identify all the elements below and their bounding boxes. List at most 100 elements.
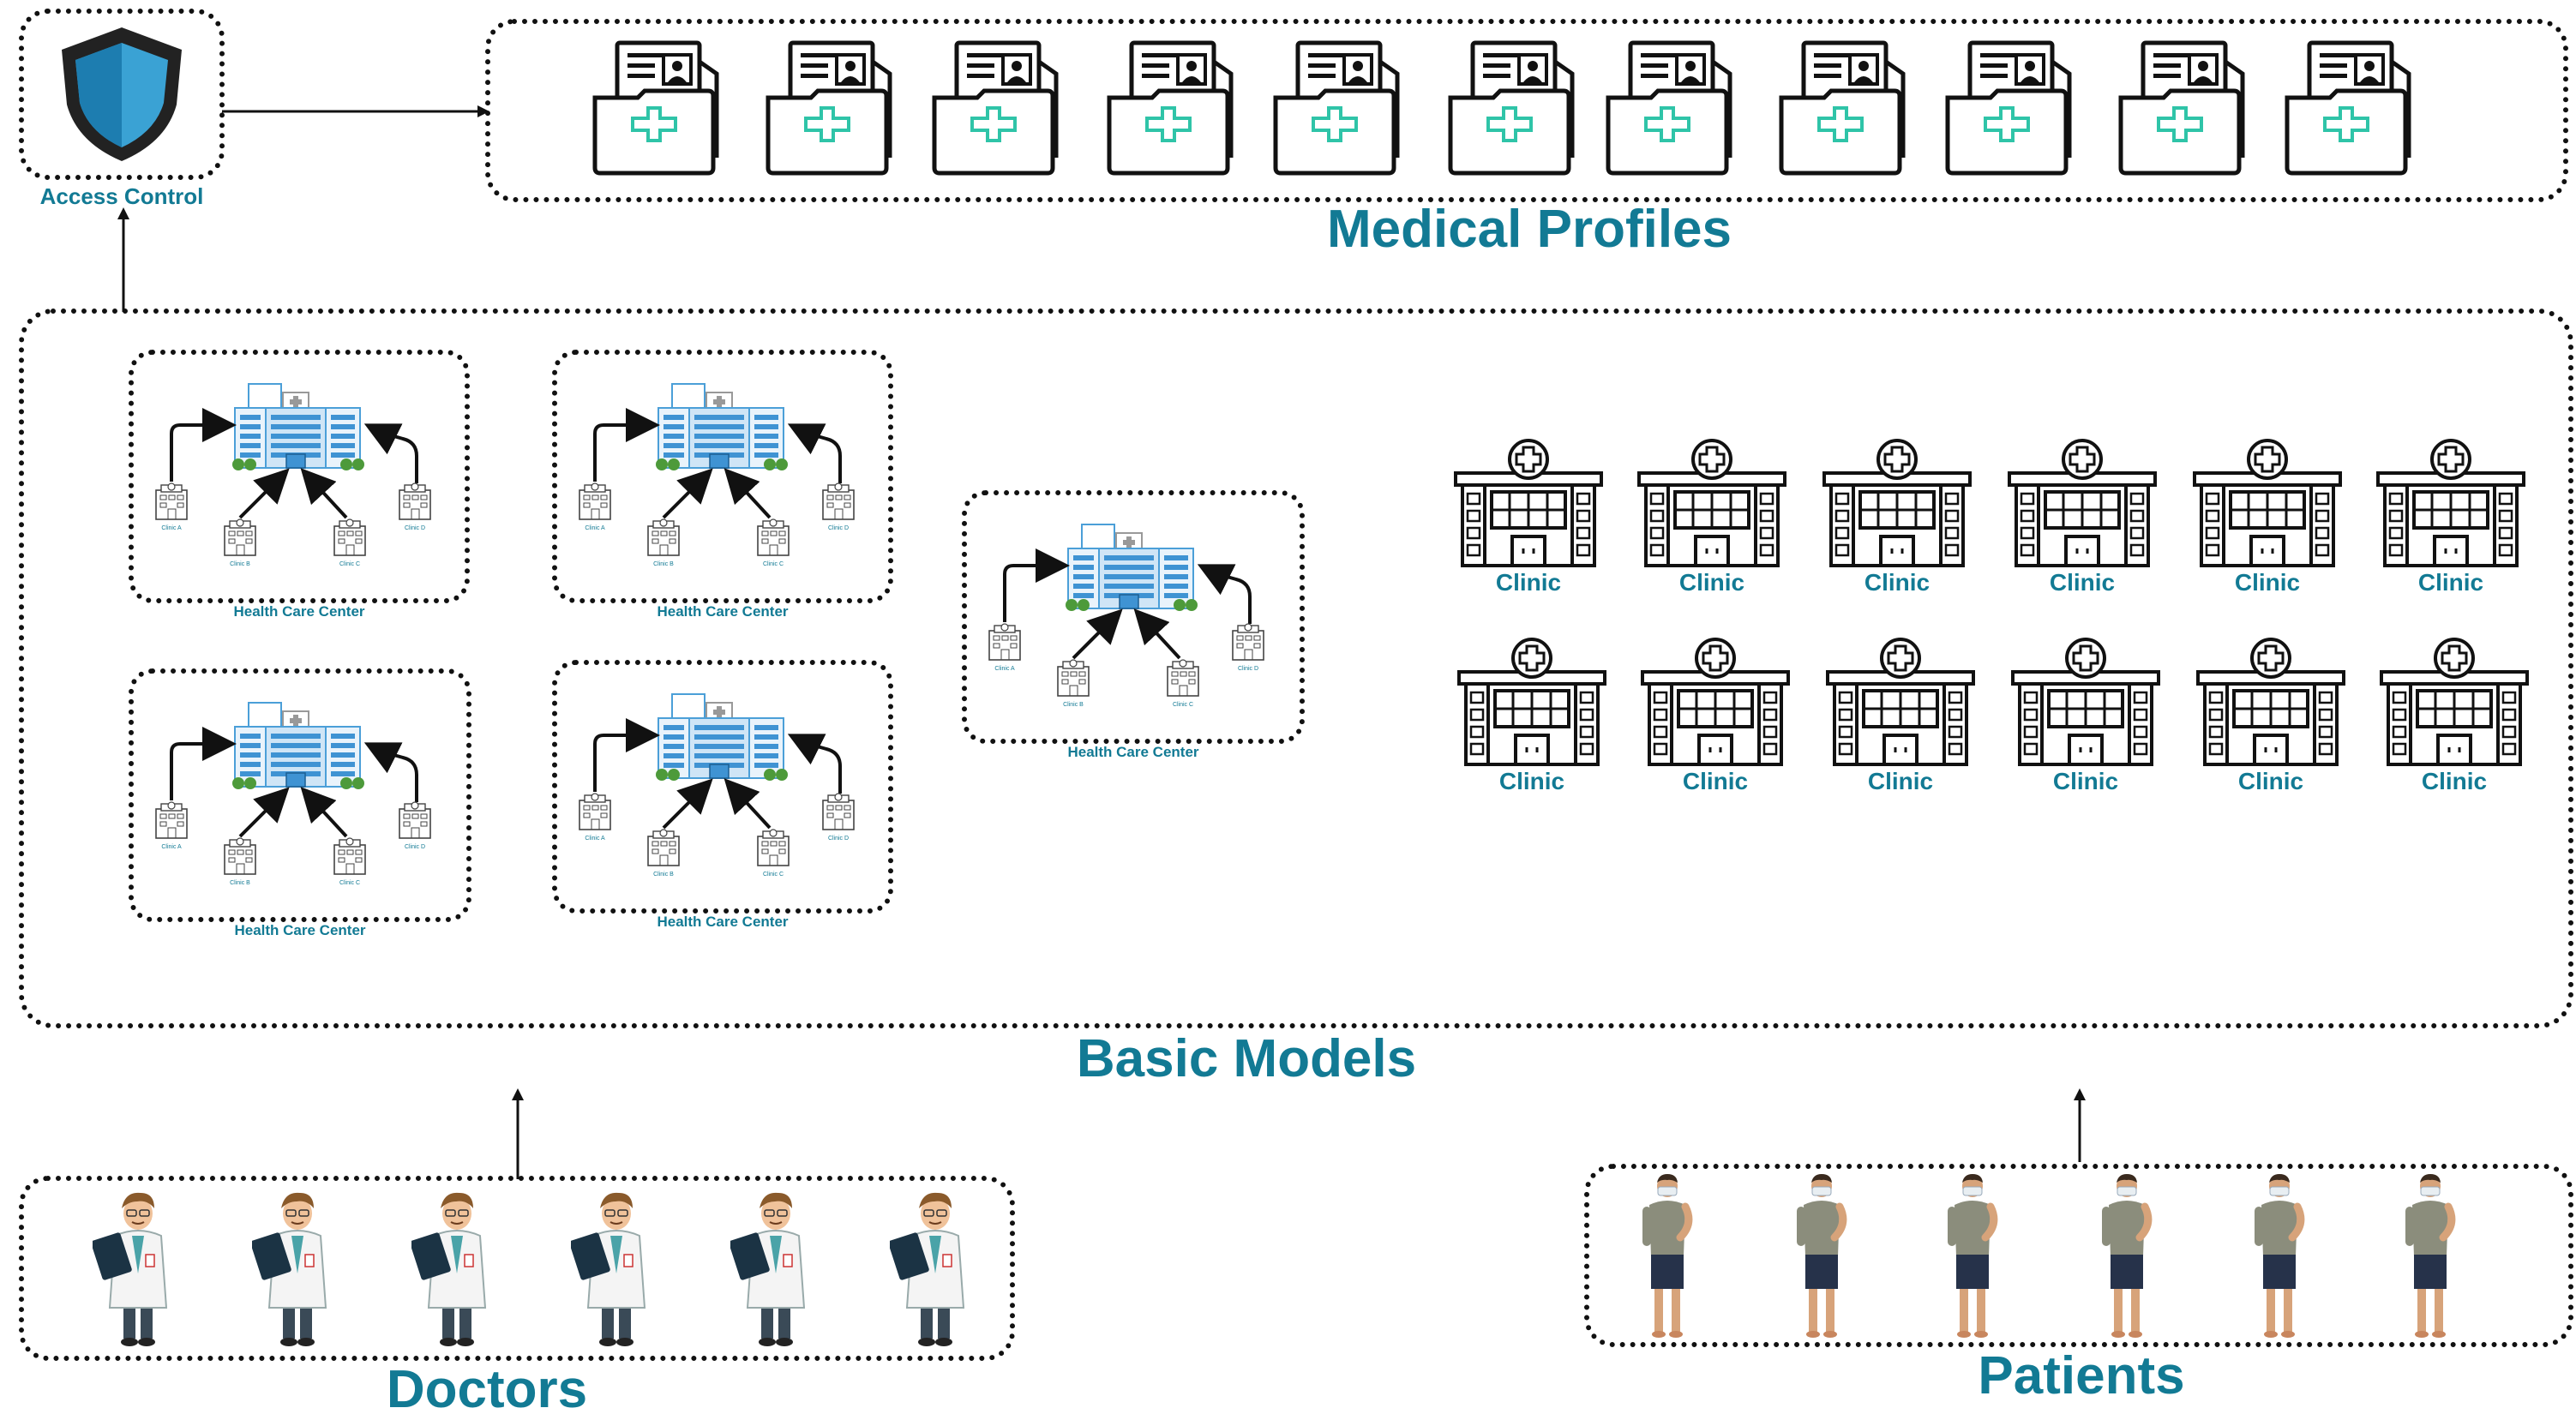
- mini-clinic-icon: Clinic B: [224, 837, 256, 886]
- mini-clinic-label: Clinic D: [405, 525, 425, 531]
- patient-icon: [2249, 1172, 2309, 1345]
- clinic-label: Clinic: [1495, 569, 1562, 596]
- clinic-label: Clinic: [1867, 768, 1934, 794]
- health-care-center-diagram: Clinic A Clinic B Clinic C: [564, 374, 881, 584]
- clinic-icon: [1826, 638, 1975, 766]
- clinic-icon: [2008, 439, 2157, 567]
- patients-label: Patients: [1978, 1346, 2185, 1405]
- health-care-center-box: [962, 490, 1305, 744]
- doctor-icon: [569, 1188, 665, 1351]
- clinic-building: Clinic: [2189, 631, 2352, 811]
- hospital-icon: [232, 702, 364, 789]
- hospital-icon: [1066, 524, 1198, 611]
- hospital-icon: [656, 383, 788, 470]
- clinic-icon: [2193, 439, 2342, 567]
- clinic-icon: [1641, 638, 1790, 766]
- medical-profile-folder-icon: [1774, 38, 1920, 184]
- mini-clinic-icon: Clinic D: [822, 482, 855, 531]
- mini-clinic-icon: Clinic A: [988, 623, 1021, 672]
- clinic-building: Clinic: [2001, 432, 2164, 612]
- clinic-label: Clinic: [2421, 768, 2488, 794]
- mini-clinic-icon: Clinic A: [579, 793, 611, 842]
- medical-profile-folder-icon: [2280, 38, 2426, 184]
- clinic-building: Clinic: [2004, 631, 2167, 811]
- clinic-label: Clinic: [2237, 768, 2304, 794]
- mini-clinic-label: Clinic B: [230, 561, 250, 567]
- patient-icon: [1637, 1172, 1697, 1345]
- mini-clinic-label: Clinic C: [339, 880, 360, 886]
- clinic-icon: [1822, 439, 1972, 567]
- mini-clinic-label: Clinic D: [828, 836, 849, 842]
- clinic-icon: [2376, 439, 2525, 567]
- mini-clinic-icon: Clinic C: [333, 518, 366, 567]
- clinic-building: Clinic: [1630, 432, 1793, 612]
- clinic-icon: [1637, 439, 1786, 567]
- mini-clinic-label: Clinic D: [1238, 666, 1258, 672]
- doctors-to-models-arrow: [512, 1088, 524, 1179]
- access-to-profiles-arrow: [222, 105, 489, 117]
- mini-clinic-label: Clinic A: [161, 844, 182, 850]
- health-care-center-diagram: Clinic A Clinic B Clinic C: [974, 514, 1291, 724]
- mini-clinic-label: Clinic C: [763, 872, 784, 878]
- patient-icon: [1792, 1172, 1852, 1345]
- health-care-center-label: Health Care Center: [234, 922, 366, 938]
- clinic-icon: [2196, 638, 2345, 766]
- mini-clinic-label: Clinic A: [585, 525, 605, 531]
- health-care-center-diagram: Clinic A Clinic B Clinic C: [141, 692, 458, 902]
- health-care-center-label: Health Care Center: [233, 603, 365, 620]
- access-control-label: Access Control: [39, 183, 204, 209]
- shield-icon: [62, 27, 182, 161]
- medical-profile-folder-icon: [2114, 38, 2260, 184]
- mini-clinic-icon: Clinic C: [333, 837, 366, 886]
- health-care-center-label: Health Care Center: [1067, 744, 1199, 760]
- doctors-label: Doctors: [386, 1360, 588, 1419]
- basic-models-box: [19, 309, 2573, 1028]
- mini-clinic-label: Clinic B: [230, 880, 250, 886]
- clinic-building: Clinic: [1450, 631, 1613, 811]
- doctor-icon: [410, 1188, 506, 1351]
- mini-clinic-icon: Clinic B: [224, 518, 256, 567]
- clinic-building: Clinic: [2373, 631, 2536, 811]
- mini-clinic-label: Clinic C: [339, 561, 360, 567]
- clinic-building: Clinic: [1816, 432, 1979, 612]
- doctor-icon: [91, 1188, 187, 1351]
- health-care-center-diagram: Clinic A Clinic B Clinic C: [564, 684, 881, 894]
- medical-profiles-box: [485, 19, 2568, 202]
- clinic-label: Clinic: [1678, 569, 1745, 596]
- models-to-access-arrow: [117, 207, 129, 312]
- health-care-center-label: Health Care Center: [657, 603, 789, 620]
- medical-profile-folder-icon: [1601, 38, 1747, 184]
- mini-clinic-icon: Clinic D: [822, 793, 855, 842]
- doctor-icon: [250, 1188, 346, 1351]
- patients-box: [1584, 1164, 2573, 1347]
- mini-clinic-icon: Clinic C: [1167, 659, 1199, 708]
- mini-clinic-label: Clinic C: [1173, 702, 1193, 708]
- patients-to-models-arrow: [2074, 1088, 2086, 1162]
- doctor-icon: [729, 1188, 825, 1351]
- clinic-label: Clinic: [1682, 768, 1749, 794]
- medical-profile-folder-icon: [1269, 38, 1414, 184]
- mini-clinic-icon: Clinic C: [757, 829, 790, 878]
- mini-clinic-label: Clinic A: [994, 666, 1015, 672]
- doctors-box: [19, 1176, 1015, 1361]
- clinic-icon: [1457, 638, 1606, 766]
- clinic-label: Clinic: [2417, 569, 2484, 596]
- clinic-label: Clinic: [1864, 569, 1930, 596]
- hospital-icon: [656, 693, 788, 781]
- mini-clinic-icon: Clinic B: [647, 829, 680, 878]
- health-care-center-box: [129, 350, 470, 603]
- clinic-icon: [2011, 638, 2160, 766]
- health-care-center-box: [129, 668, 471, 922]
- mini-clinic-label: Clinic D: [828, 525, 849, 531]
- mini-clinic-label: Clinic D: [405, 844, 425, 850]
- clinic-building: Clinic: [1819, 631, 1982, 811]
- mini-clinic-icon: Clinic D: [1232, 623, 1264, 672]
- mini-clinic-icon: Clinic B: [647, 518, 680, 567]
- basic-models-label: Basic Models: [1076, 1029, 1417, 1088]
- health-care-center-box: [552, 660, 893, 914]
- patient-icon: [2400, 1172, 2460, 1345]
- patient-icon: [1943, 1172, 2003, 1345]
- clinic-building: Clinic: [2186, 432, 2349, 612]
- hospital-icon: [232, 383, 364, 470]
- medical-profile-folder-icon: [928, 38, 1073, 184]
